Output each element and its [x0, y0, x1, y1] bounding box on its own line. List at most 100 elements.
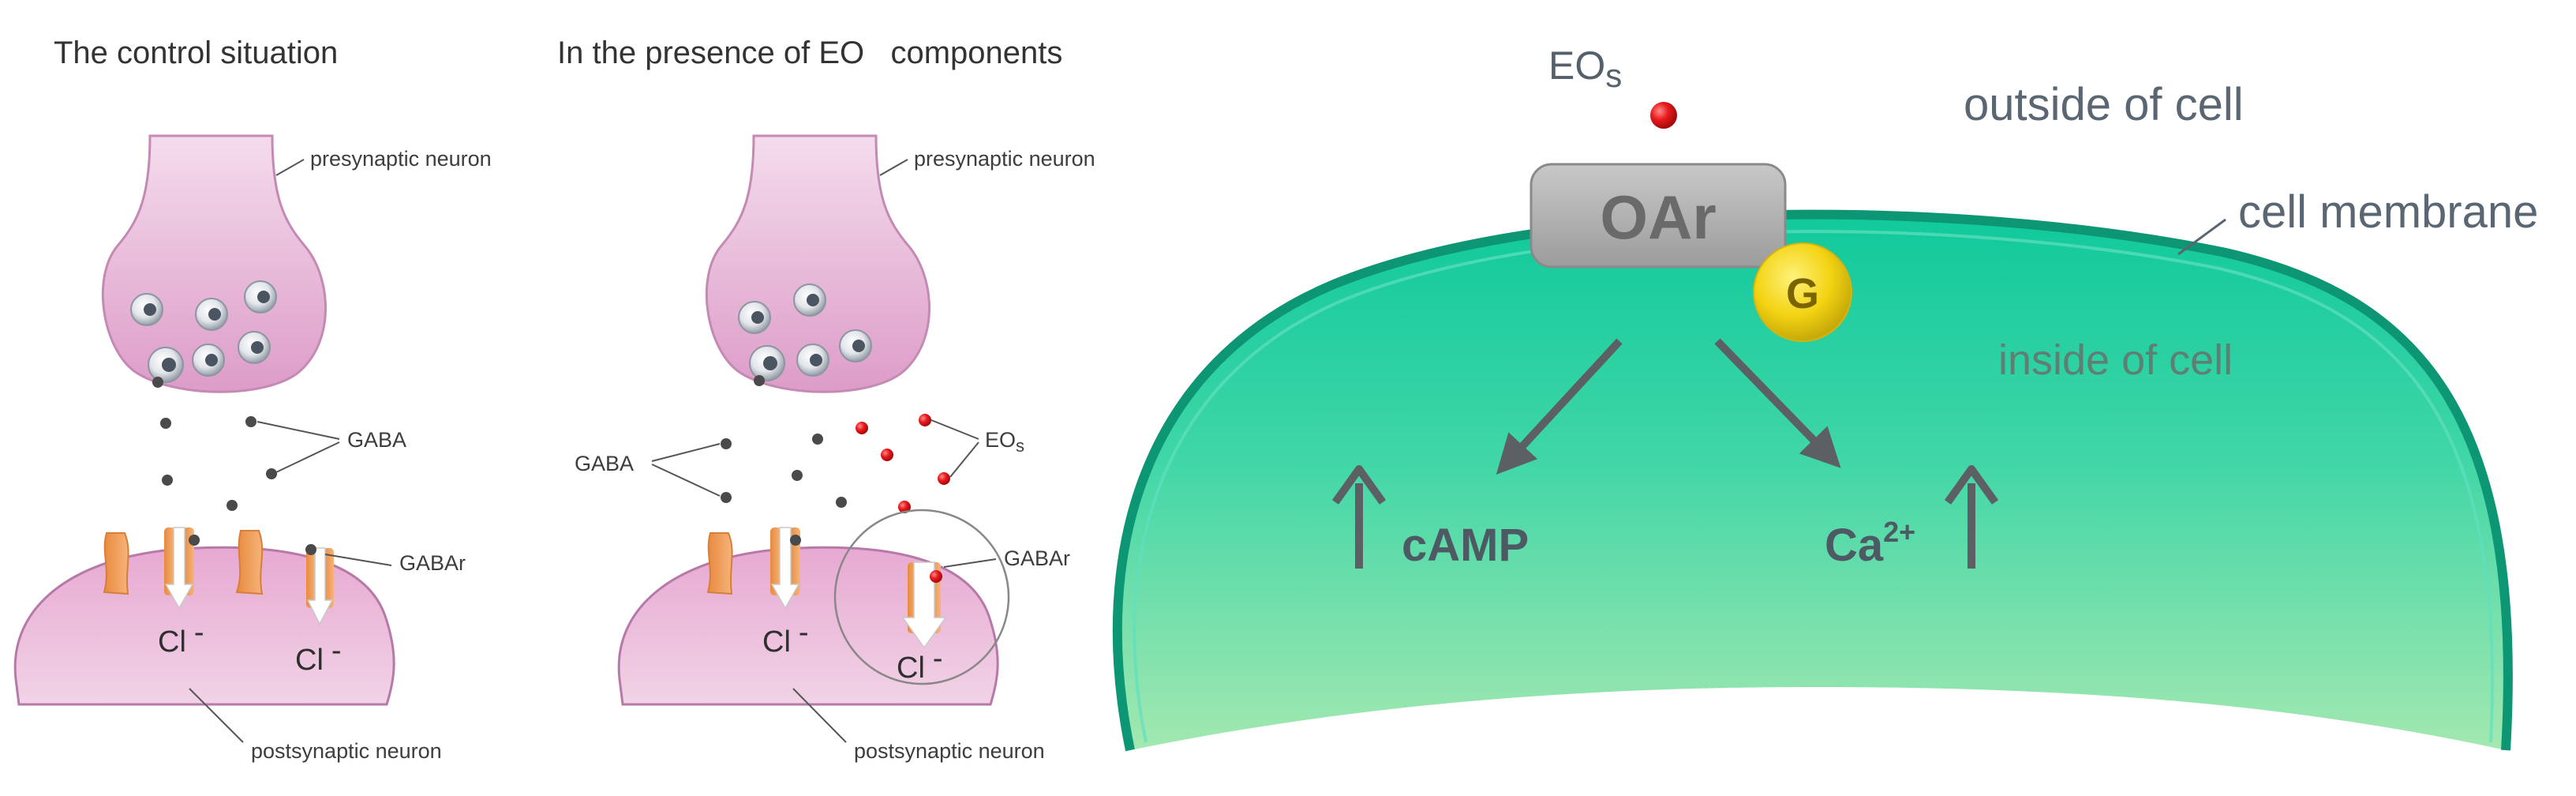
eos-text: EO [1548, 43, 1605, 88]
gaba-label: GABA [575, 452, 634, 475]
cell-membrane-highlight [1133, 230, 2494, 743]
chloride-charge: - [933, 642, 943, 675]
gaba-receptor-channel [306, 547, 334, 625]
eos-leader [930, 419, 979, 440]
chloride-text: Cl [295, 644, 324, 677]
chloride-arrow [306, 547, 334, 625]
eos-text: EO [985, 428, 1016, 452]
eo-molecule [938, 472, 950, 485]
gaba-receptor-plain [103, 532, 129, 595]
gaba-leader [256, 421, 340, 440]
gaba-molecules [160, 416, 277, 546]
g-protein-label: G [1786, 270, 1819, 317]
ca-increase-arrow [1944, 465, 1999, 569]
inside-of-cell-label: inside of cell [1998, 336, 2233, 384]
outside-of-cell-label: outside of cell [1964, 79, 2244, 130]
vesicle-core [251, 341, 264, 354]
gaba-molecule [266, 468, 277, 479]
gabar-label: GABAr [1004, 546, 1070, 570]
gabar-leader [324, 554, 392, 566]
chloride-arrow [770, 527, 800, 610]
gaba-molecule [721, 438, 732, 449]
presynaptic-neuron [101, 134, 327, 393]
vesicle-core [257, 291, 270, 303]
bound-gaba [790, 535, 801, 546]
chloride-text: Cl [897, 651, 925, 685]
receptor-half [324, 548, 334, 608]
cell-membrane-label: cell membrane [2238, 186, 2538, 238]
vesicle-core [810, 354, 822, 366]
gaba-molecule [245, 416, 256, 427]
vesicle-core [751, 311, 764, 324]
postsynaptic-neuron [13, 546, 395, 706]
gaba-molecule [792, 470, 803, 481]
gaba-receptor-channel [770, 527, 800, 610]
gaba-molecule [162, 475, 173, 486]
oar-receptor [1530, 163, 1787, 268]
gaba-leader [651, 464, 721, 497]
eos-subscript: s [1605, 57, 1622, 94]
gaba-label: GABA [347, 428, 406, 452]
calcium-label: Ca2+ [1825, 516, 1915, 571]
eos-leader [949, 441, 979, 478]
chloride-ion-label: Cl- [762, 616, 809, 659]
cell-membrane [1112, 209, 2513, 752]
vesicle-core [208, 308, 221, 321]
postsynaptic-label: postsynaptic neuron [251, 739, 442, 763]
eo-panel: In the presence of EO components presyna… [557, 36, 1095, 763]
control-panel: The control situation presynaptic neuron [13, 36, 492, 763]
enhanced-gaba-receptor [901, 561, 947, 649]
presynaptic-label: presynaptic neuron [914, 147, 1095, 171]
membrane-leader [2177, 218, 2226, 256]
camp-increase-arrow [1331, 465, 1387, 569]
vesicle-core [144, 303, 156, 316]
released-gaba [754, 375, 765, 386]
receptor-half [164, 528, 175, 595]
bound-gaba [189, 535, 200, 546]
g-protein [1753, 242, 1852, 342]
eo-molecule [856, 422, 868, 434]
vesicle-core [852, 340, 865, 352]
up-arrow-head [1944, 465, 1999, 505]
ca-pathway-arrow [1714, 338, 1841, 468]
eo-molecule [898, 501, 911, 513]
chloride-ion-label: Cl- [158, 616, 204, 659]
eo-molecule [919, 414, 931, 426]
up-arrow-head [1331, 465, 1387, 505]
bound-gaba [305, 544, 316, 555]
magnifier-circle [833, 509, 1010, 685]
chloride-charge: - [331, 634, 342, 667]
synaptic-vesicles [738, 283, 872, 386]
gabar-label: GABAr [399, 551, 466, 575]
gaba-molecule [160, 418, 171, 429]
cell-signaling-panel: EOs outside of cell cell membrane inside… [1112, 43, 2538, 796]
cell-bottom-edge [1121, 692, 2518, 796]
presynaptic-label: presynaptic neuron [310, 147, 492, 171]
receptor-half [306, 548, 316, 608]
gaba-molecule [812, 434, 823, 445]
gaba-receptor-plain [706, 532, 733, 595]
eo-molecule [881, 449, 893, 461]
gabar-leader [943, 558, 997, 568]
chloride-ion-label: Cl- [295, 634, 342, 677]
postsynaptic-label: postsynaptic neuron [854, 739, 1045, 763]
chloride-charge: - [194, 616, 204, 649]
eos-small-label: EOs [985, 428, 1024, 456]
postsynaptic-leader [792, 688, 847, 743]
oar-label: OAr [1600, 182, 1716, 252]
chloride-charge: - [799, 616, 809, 649]
vesicle-core [763, 356, 777, 370]
presynaptic-leader [879, 159, 908, 176]
presynaptic-leader [275, 159, 305, 176]
eos-large-label: EOs [1548, 43, 1622, 94]
postsynaptic-leader [189, 688, 244, 743]
vesicle-core [162, 358, 176, 372]
camp-label: cAMP [1402, 520, 1529, 571]
control-title: The control situation [54, 36, 338, 70]
camp-pathway-arrow [1496, 338, 1623, 475]
chloride-text: Cl [762, 625, 791, 659]
gaba-leader [275, 441, 340, 473]
chloride-ion-label: Cl- [897, 642, 943, 685]
eo-title: In the presence of EO components [557, 36, 1062, 70]
eos-subscript: s [1016, 436, 1024, 456]
